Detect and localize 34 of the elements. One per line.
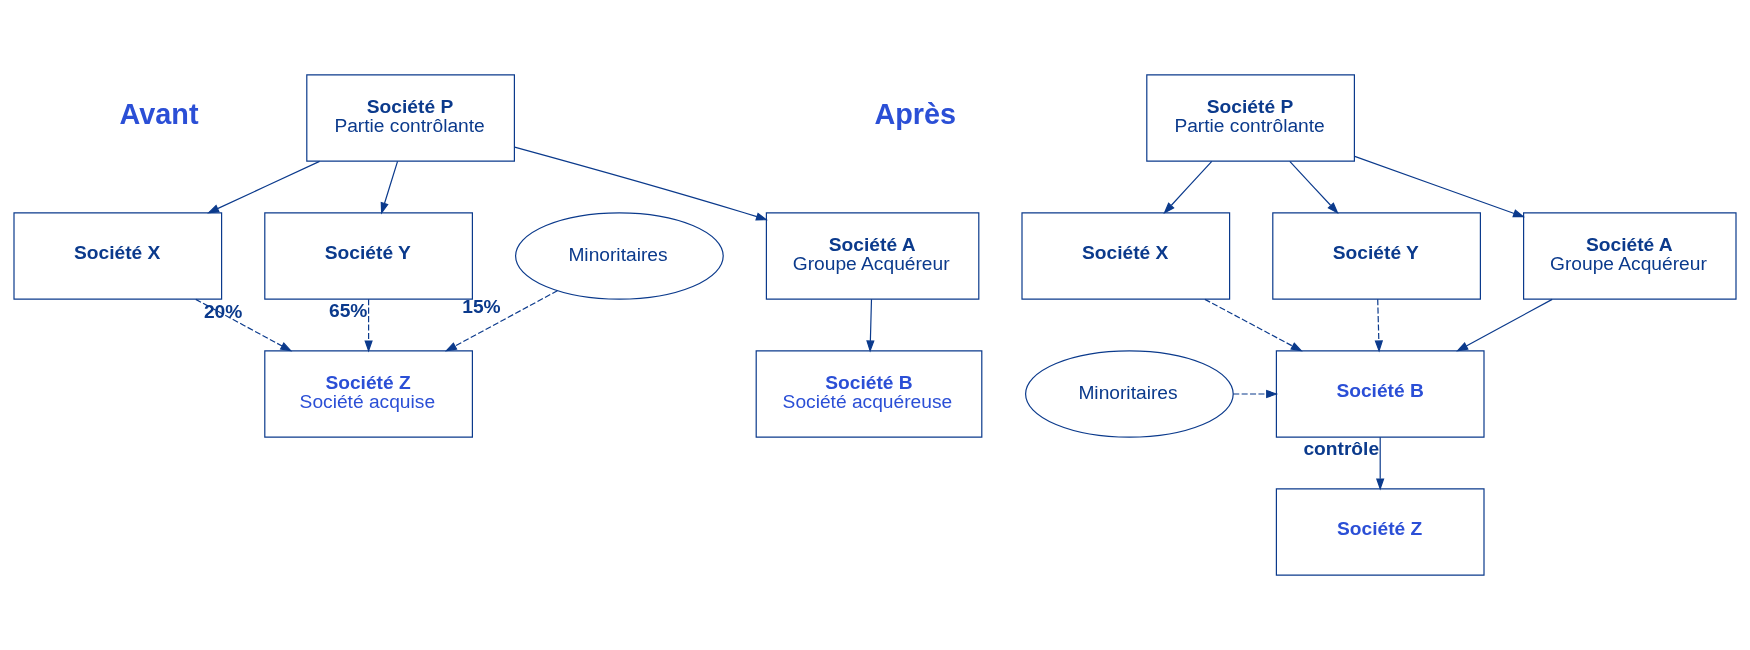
node-box: Société Y [264,212,473,300]
arrow [1163,160,1213,214]
arrow [1289,160,1339,214]
node-box: Société Z [1275,488,1485,576]
arrow [364,298,373,353]
node-box: Société X [1021,212,1231,300]
node-box: Société P Partie contrôlante [306,74,515,162]
arrow [444,290,558,352]
node-box: Société X [13,212,223,300]
arrow [207,160,321,214]
edge-label: 65% [329,300,368,322]
node-box: Société Y [1272,212,1481,300]
label: Après [874,98,957,131]
arrow [1232,389,1279,399]
arrow [514,146,768,221]
node-ellipse: Minoritaires [515,212,724,300]
node-ellipse: Minoritaires [1025,350,1234,438]
node-box: Société B Société acquéreuse [755,350,983,438]
edge-label: 20% [203,300,243,322]
node-box: Société B [1275,350,1485,438]
node-box: Société Z Société acquise [264,350,473,438]
arrow [380,160,399,215]
node-box: Société A Groupe Acquéreur [765,212,980,300]
arrow [1374,298,1383,353]
arrow [1354,155,1525,218]
node-box: Société P Partie contrôlante [1146,74,1355,162]
node-box: Société A Groupe Acquéreur [1523,212,1737,300]
arrow [195,298,293,352]
label: Avant [119,98,199,131]
arrow [1376,436,1385,491]
edge-label: contrôle [1303,438,1380,460]
arrow [1204,298,1303,352]
arrow [866,298,875,353]
arrow [1456,298,1553,352]
